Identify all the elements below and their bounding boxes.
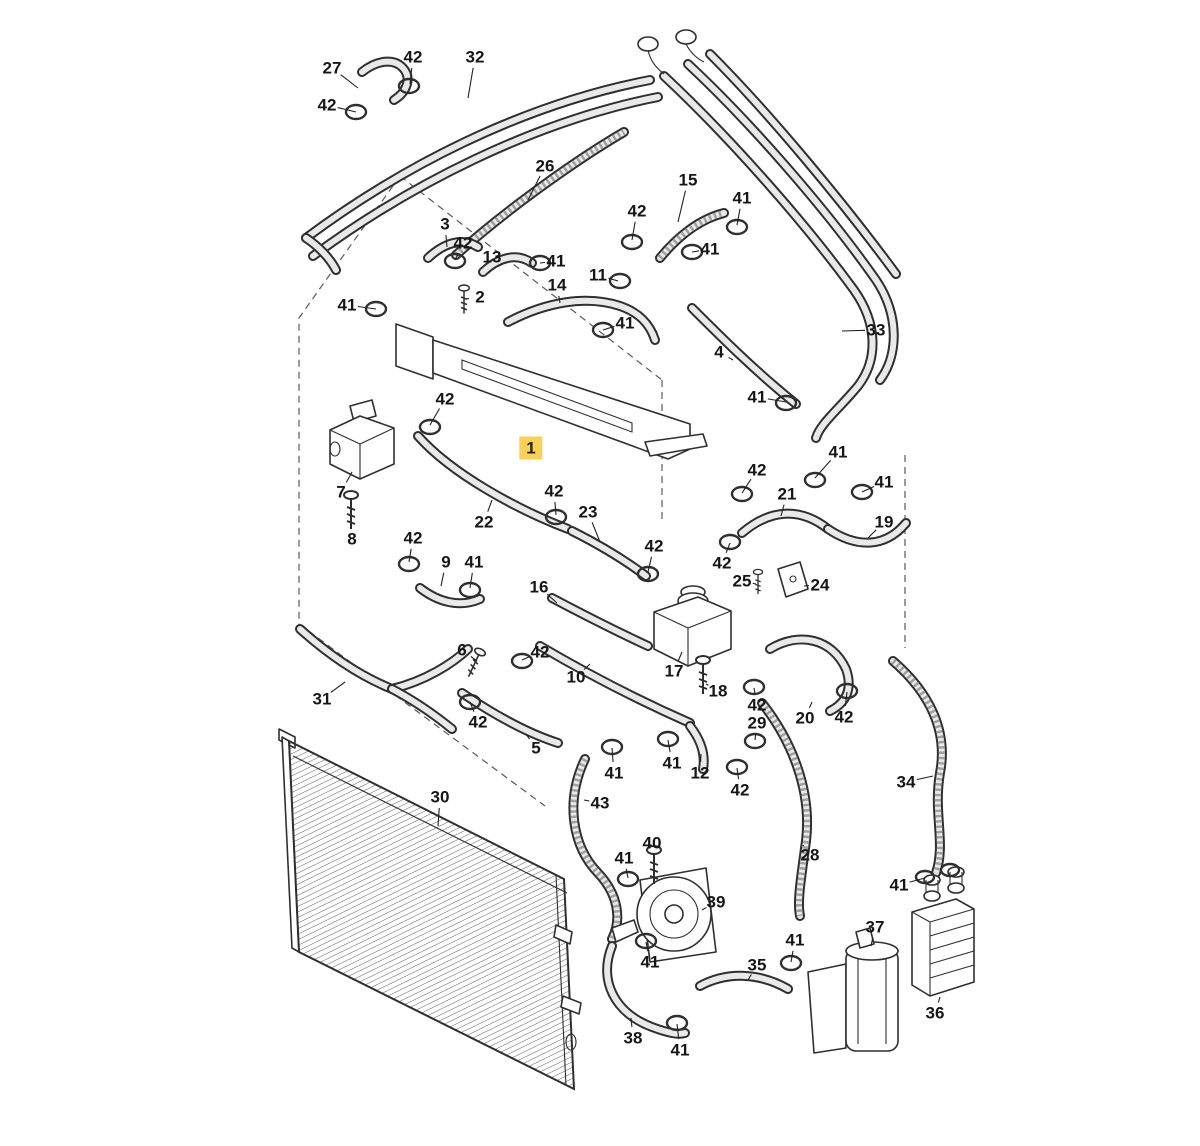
carrier-frame [395, 323, 708, 460]
oil-cooler [911, 866, 975, 997]
radiator [278, 728, 582, 1091]
coolant-valve [653, 585, 732, 667]
hoses-and-pipes [300, 29, 942, 1034]
bracket-24 [777, 561, 809, 598]
water-pump [611, 867, 717, 963]
thermostat-housing [329, 399, 395, 480]
construction-lines [298, 175, 906, 807]
